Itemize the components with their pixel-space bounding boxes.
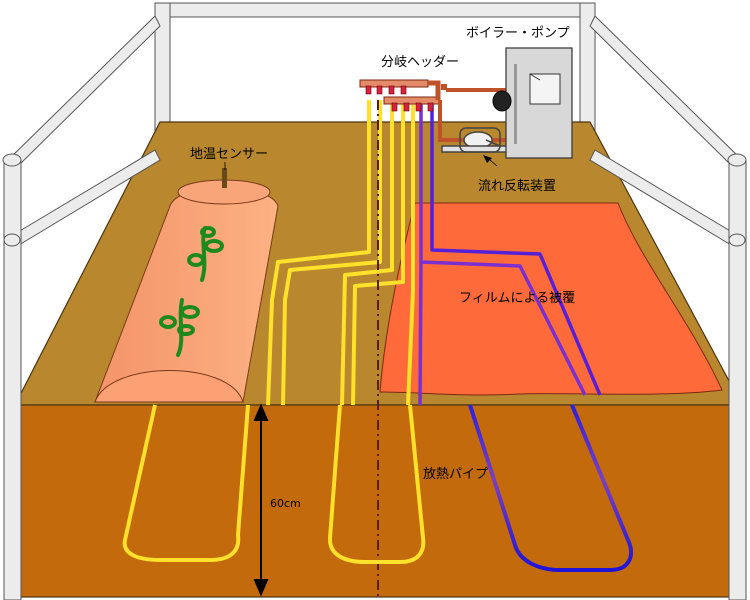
boiler-pump-unit xyxy=(492,47,573,159)
label-flow-reverser: 流れ反転装置 xyxy=(478,179,556,194)
soil-sensor-probe xyxy=(222,168,227,188)
heat-pipe-surface-blue xyxy=(418,100,602,406)
greenhouse-frame-right xyxy=(589,15,747,600)
plant-icon xyxy=(159,226,224,357)
depth-dimension-arrow xyxy=(253,403,269,597)
label-heat-pipe: 放熱パイプ xyxy=(423,467,488,482)
label-boiler-pump: ボイラー・ポンプ xyxy=(466,26,570,41)
label-manifold-header: 分岐ヘッダー xyxy=(381,55,459,70)
greenhouse-frame-left xyxy=(2,15,161,600)
label-soil-sensor: 地温センサー xyxy=(190,147,268,162)
tunnel-cover xyxy=(94,179,279,403)
label-leader-lines xyxy=(224,159,498,170)
label-depth: 60cm xyxy=(270,497,301,510)
flow-reverser-arrow xyxy=(483,155,492,163)
heat-pipe-underground xyxy=(122,404,633,572)
label-film-cover: フィルムによる被覆 xyxy=(459,291,575,306)
